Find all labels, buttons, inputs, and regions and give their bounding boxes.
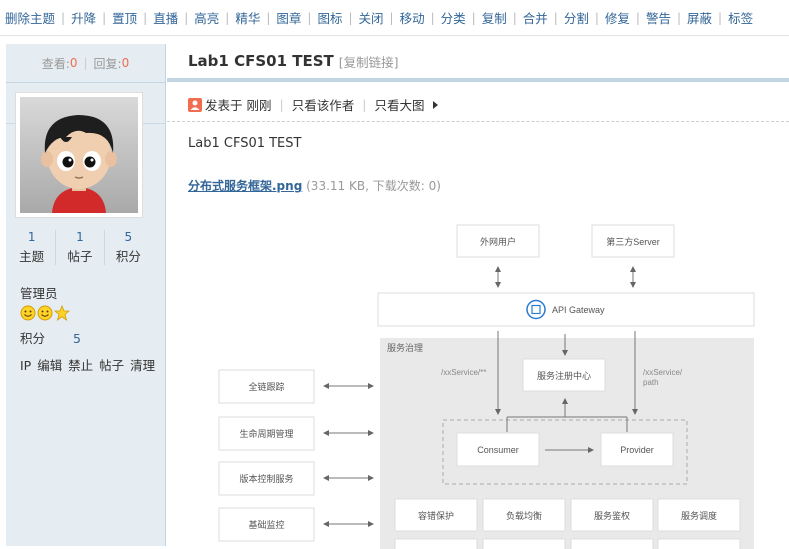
attachment-info: (33.11 KB, 下载次数: 0) (306, 179, 441, 193)
toolbar-item[interactable]: 合并 (522, 11, 548, 26)
count-value[interactable]: 1 (76, 230, 84, 244)
toolbar-item[interactable]: 分类 (440, 11, 466, 26)
toolbar-item[interactable]: 图标 (317, 11, 343, 26)
author-counts: 1 主题 1 帖子 5 积分 (8, 230, 152, 265)
count-cell: 1 主题 (8, 230, 57, 265)
user-icon (188, 97, 202, 112)
provider-box: Provider (620, 445, 654, 455)
replies-label: 回复: (93, 56, 122, 71)
toolbar-separator: | (143, 10, 148, 25)
side-box-label: 基础监控 (248, 519, 284, 530)
points-label: 积分 (20, 331, 46, 346)
count-label: 主题 (19, 249, 45, 264)
toolbar-separator: | (430, 10, 435, 25)
stats-divider: | (83, 56, 88, 70)
points-row: 积分 5 (20, 328, 81, 347)
toolbar-separator: | (389, 10, 394, 25)
points-value[interactable]: 5 (73, 331, 81, 346)
smiley-icon (20, 305, 36, 321)
toolbar-item[interactable]: 图章 (276, 11, 302, 26)
side-box-label: 版本控制服务 (239, 473, 293, 484)
toolbar-separator: | (718, 10, 723, 25)
registry-box: 服务注册中心 (537, 370, 591, 381)
big-image-link[interactable]: 只看大图 (374, 98, 425, 113)
post-content: Lab1 CFS01 TEST [复制链接] 发表于 刚刚 | 只看该作者 | … (167, 44, 789, 549)
toolbar-item[interactable]: 警告 (645, 11, 671, 26)
attachment: 分布式服务框架.png (33.11 KB, 下载次数: 0) (188, 177, 441, 194)
avatar[interactable] (15, 92, 143, 218)
post-title: Lab1 CFS01 TEST (188, 52, 334, 70)
moderation-toolbar: 删除主题 | 升降 | 置顶 | 直播 | 高亮 | 精华 | 图章 | 图标 | 关闭 | 移动 | 分类 | 复制 | 合并… (0, 0, 789, 36)
toolbar-item[interactable]: 修复 (604, 11, 630, 26)
count-label: 帖子 (67, 249, 93, 264)
toolbar-separator: | (225, 10, 230, 25)
toolbar-item[interactable]: 高亮 (194, 11, 220, 26)
toolbar-item[interactable]: 直播 (153, 11, 179, 26)
attachment-link[interactable]: 分布式服务框架.png (188, 179, 303, 193)
svg-text:path: path (643, 378, 659, 387)
toolbar-separator: | (348, 10, 353, 25)
toolbar-separator: | (61, 10, 66, 25)
toolbar-item[interactable]: 屏蔽 (687, 11, 713, 26)
consumer-box: Consumer (477, 445, 519, 455)
replies-count: 0 (121, 56, 130, 70)
toolbar-separator: | (594, 10, 599, 25)
external-user-box: 外网用户 (480, 236, 516, 247)
thread-stats: 查看: 0 | 回复: 0 (6, 44, 165, 83)
attachment-image[interactable]: 外网用户 第三方Server API Gateway 服务治理 /xxServi… (217, 219, 762, 549)
post-body: Lab1 CFS01 TEST (188, 136, 302, 151)
count-value[interactable]: 1 (27, 230, 36, 244)
right-path-label: /xxService/ (643, 368, 683, 377)
rank-icons (20, 305, 70, 321)
admin-links[interactable]: IP 编辑 禁止 帖子 清理 (20, 358, 156, 373)
toolbar-item[interactable]: 移动 (399, 11, 425, 26)
copy-link-button[interactable]: [复制链接] (338, 54, 399, 70)
gateway-box: API Gateway (552, 305, 605, 315)
toolbar-item[interactable]: 分割 (563, 11, 589, 26)
side-box-label: 全链跟踪 (248, 381, 284, 392)
toolbar-separator: | (676, 10, 681, 25)
avatar-image (20, 97, 138, 213)
count-cell: 1 帖子 (56, 230, 105, 265)
toolbar-item[interactable]: 置顶 (112, 11, 138, 26)
bottom-box-label: 容错保护 (418, 510, 454, 521)
toolbar-item[interactable]: 复制 (481, 11, 507, 26)
star-icon (54, 305, 70, 321)
bottom-box-label: 负载均衡 (506, 510, 542, 521)
bottom-boxes: 容错保护 负载均衡 服务鉴权 服务调度 (394, 498, 741, 549)
bottom-box-label: 服务调度 (681, 510, 717, 521)
toolbar-separator: | (512, 10, 517, 25)
side-box-label: 生命周期管理 (239, 428, 293, 439)
toolbar-separator: | (266, 10, 271, 25)
toolbar-separator: | (635, 10, 640, 25)
toolbar-item[interactable]: 标签 (728, 11, 754, 26)
toolbar-separator: | (102, 10, 107, 25)
side-boxes: 全链跟踪 生命周期管理 版本控制服务 基础监控 (218, 369, 374, 542)
third-party-box: 第三方Server (606, 236, 660, 247)
post-meta: 发表于 刚刚 | 只看该作者 | 只看大图 (167, 88, 789, 122)
count-label: 积分 (115, 249, 141, 264)
toolbar-item[interactable]: 关闭 (358, 11, 384, 26)
smiley-icon (37, 305, 53, 321)
toolbar-separator: | (471, 10, 476, 25)
count-cell: 5 积分 (105, 230, 152, 265)
views-label: 查看: (41, 56, 70, 71)
toolbar-separator: | (184, 10, 189, 25)
user-group[interactable]: 管理员 (20, 286, 58, 301)
toolbar-item[interactable]: 精华 (235, 11, 261, 26)
views-count: 0 (69, 56, 78, 70)
post-header: Lab1 CFS01 TEST [复制链接] (167, 44, 789, 82)
bottom-box-label: 服务鉴权 (594, 510, 630, 521)
toolbar-separator: | (307, 10, 312, 25)
only-author-link[interactable]: 只看该作者 (291, 98, 355, 113)
arrow-right-icon[interactable] (430, 100, 440, 110)
left-path-label: /xxService/** (441, 368, 486, 377)
toolbar-item[interactable]: 删除主题 (5, 11, 56, 26)
governance-label: 服务治理 (387, 342, 423, 353)
toolbar-item[interactable]: 升降 (71, 11, 97, 26)
toolbar-separator: | (553, 10, 558, 25)
post-time: 发表于 刚刚 (205, 98, 272, 113)
count-value[interactable]: 5 (124, 230, 133, 244)
